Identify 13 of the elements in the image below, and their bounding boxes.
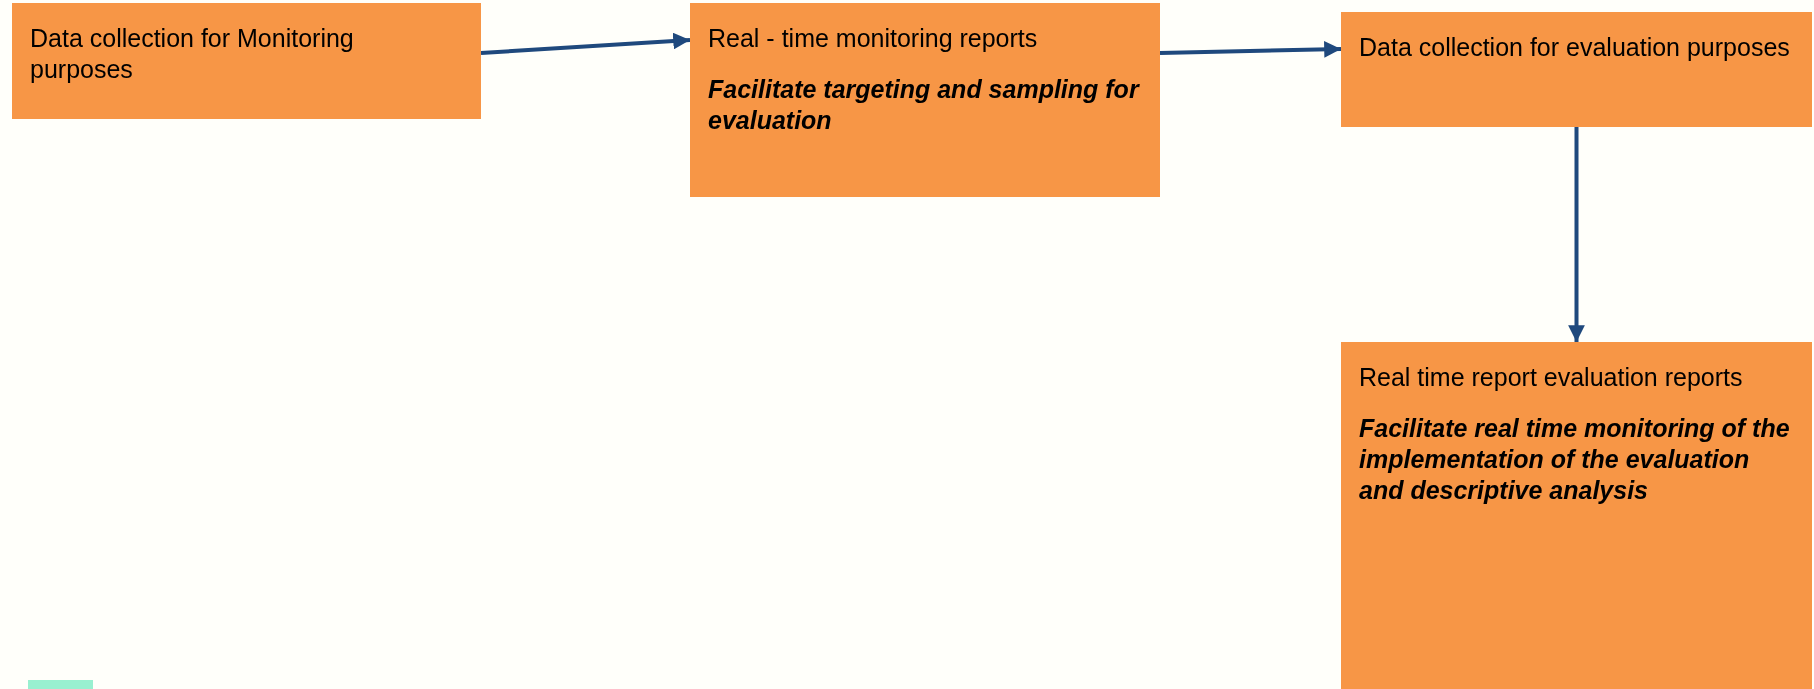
box-note: Facilitate real time monitoring of the implementation of the evaluation and descriptive analysis <box>1359 413 1791 506</box>
box-title: Data collection for evaluation purposes <box>1359 32 1791 63</box>
arrow <box>480 32 691 55</box>
process-box <box>690 3 1160 197</box>
process-box <box>12 3 481 119</box>
arrow <box>1159 40 1342 58</box>
arrow <box>1568 127 1585 342</box>
box-title: Real - time monitoring reports <box>708 23 1039 54</box>
box-title: Real time report evaluation reports <box>1359 362 1744 393</box>
box-note: Facilitate targeting and sampling for evaluation <box>708 74 1141 136</box>
box-title: Data collection for Monitoring purposes <box>30 23 355 85</box>
process-box <box>1341 342 1812 689</box>
process-box <box>1341 12 1812 127</box>
